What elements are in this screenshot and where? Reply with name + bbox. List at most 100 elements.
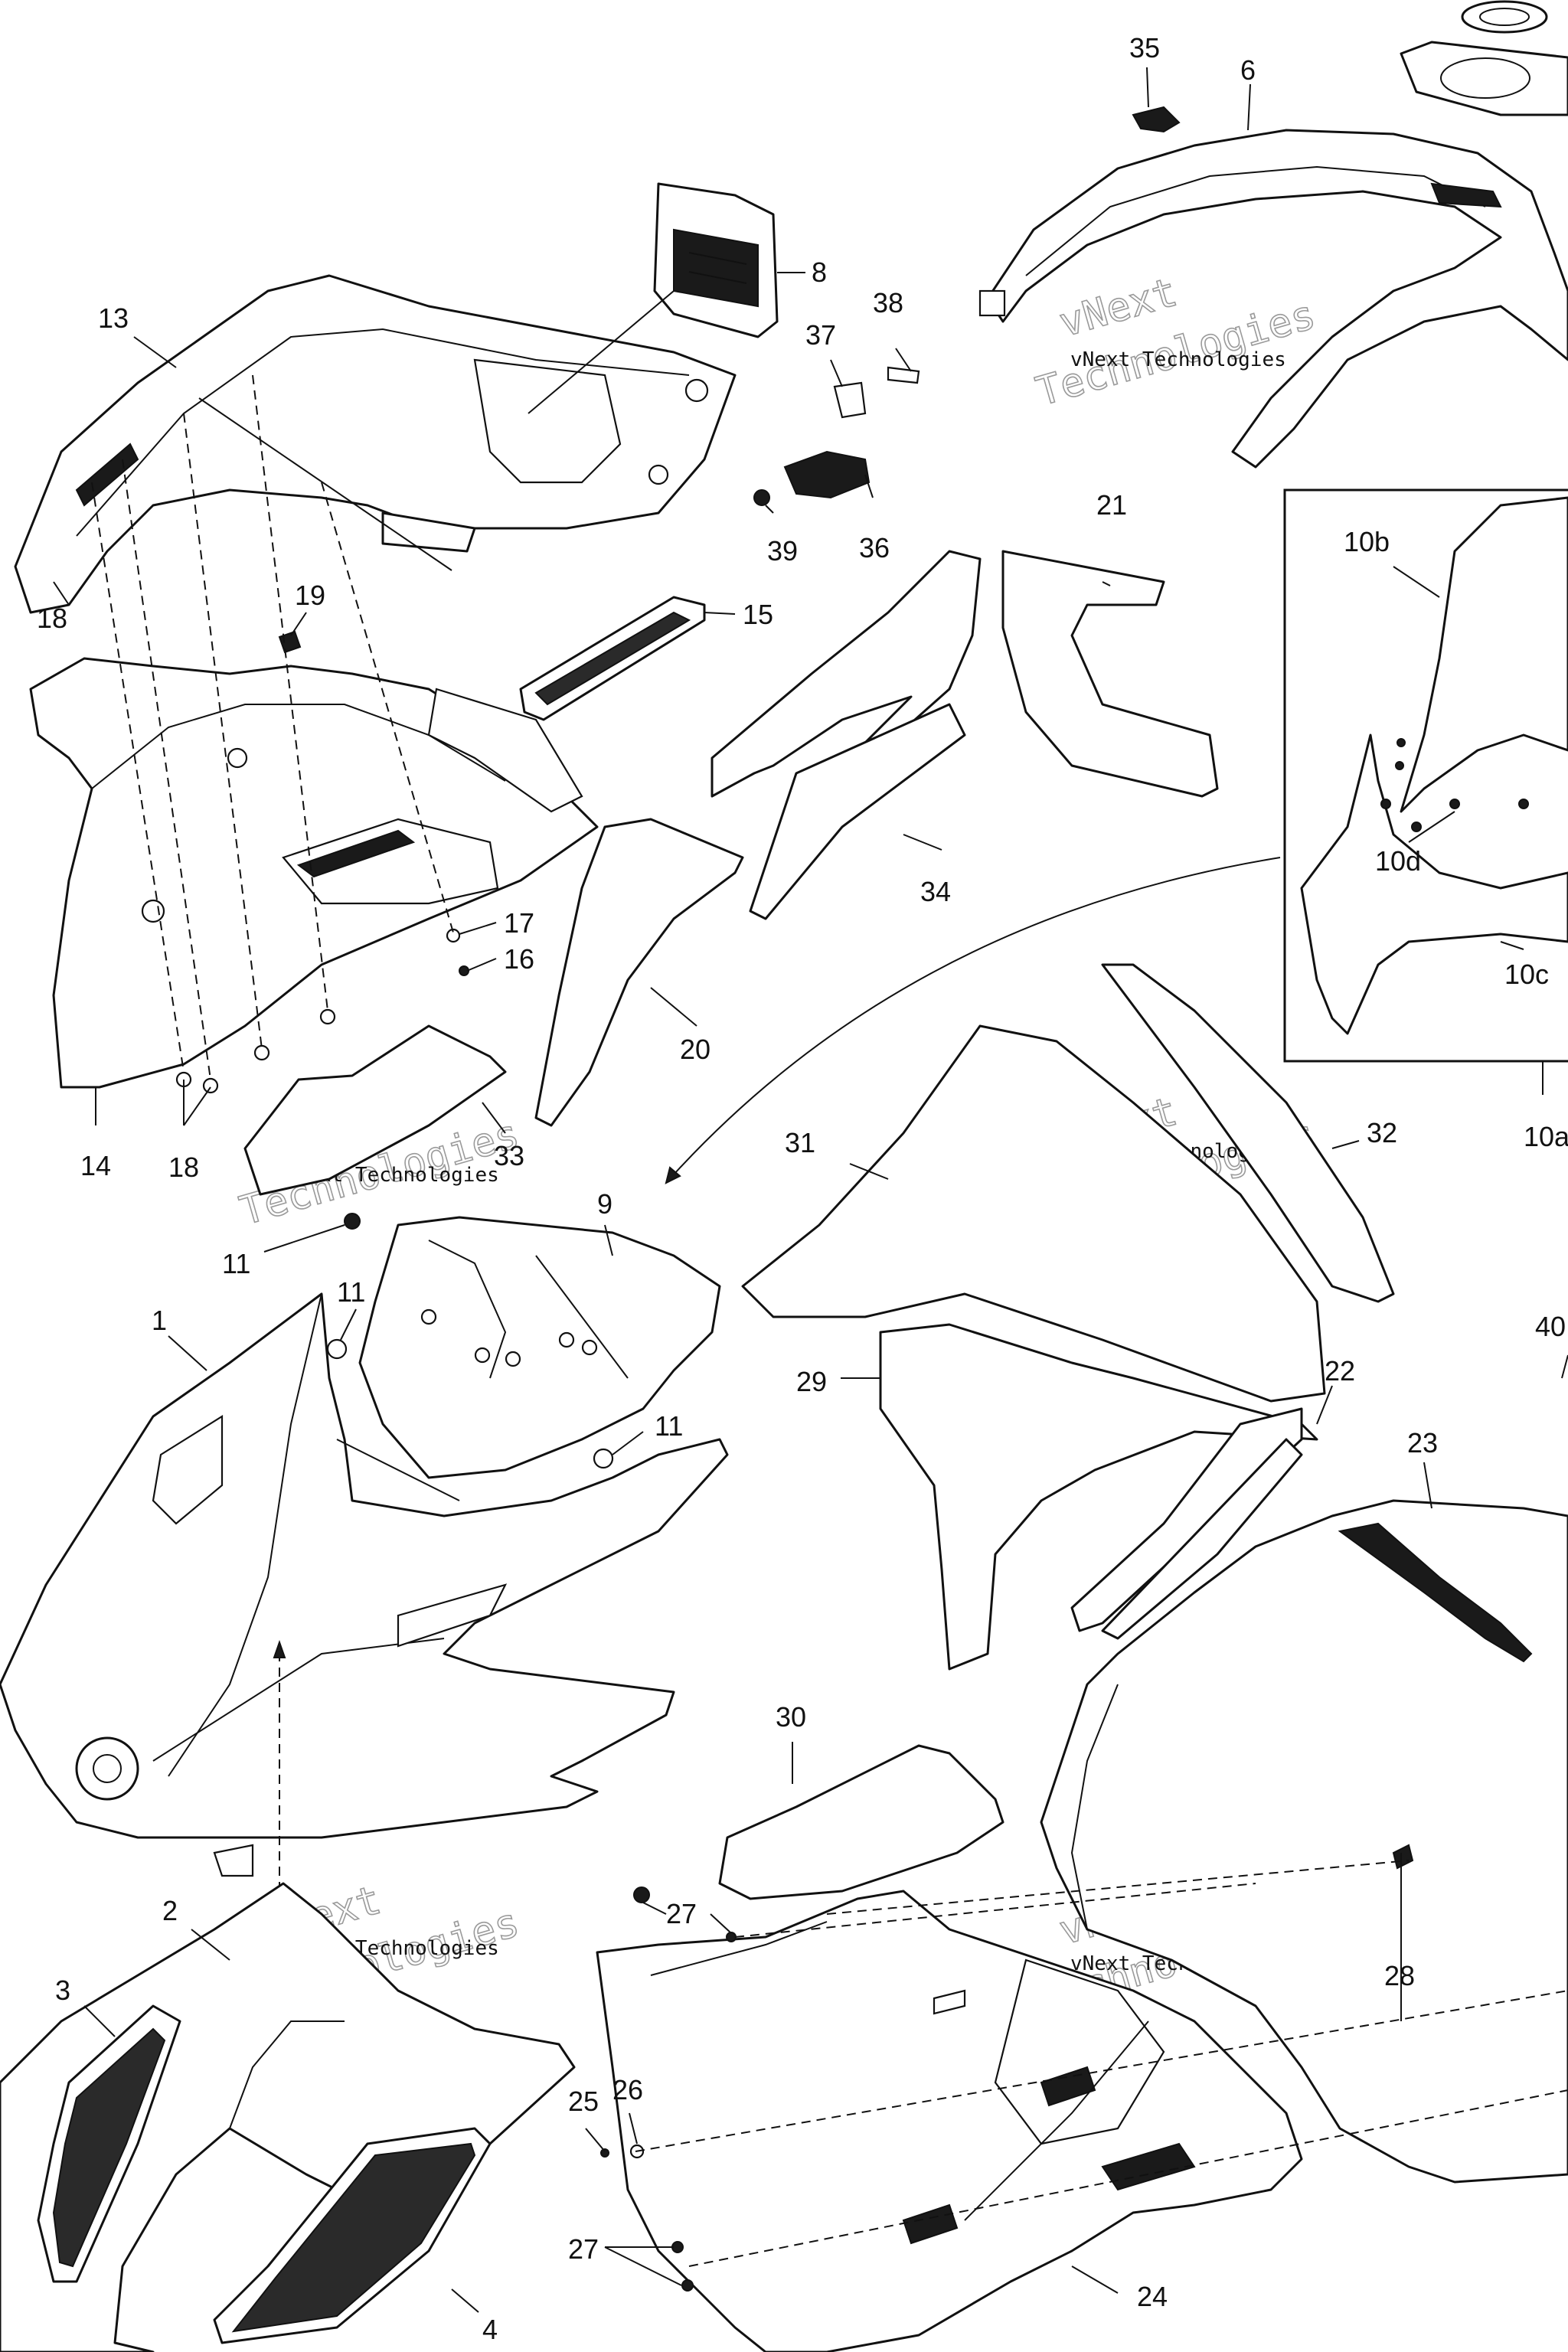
part-20-pad (534, 818, 744, 1127)
panel-24-slot (933, 1989, 966, 2015)
part-8-headlight (653, 182, 779, 338)
panel-23-seam (1338, 1522, 1533, 1663)
bracket-9-hole (581, 1339, 598, 1356)
leader-10b (1393, 566, 1440, 598)
part-24-side-panel (596, 1890, 1303, 2352)
callout-40: 40 (1535, 1311, 1566, 1342)
callout-6: 6 (1240, 54, 1256, 86)
panel-13-light-bay (473, 358, 622, 484)
panel-14-hole-2 (141, 899, 165, 923)
leader-32 (1331, 1140, 1360, 1149)
dash-line (91, 482, 185, 1073)
clip-35 (1132, 106, 1181, 133)
callout-23: 23 (1407, 1427, 1438, 1459)
grommet-11-low (593, 1448, 614, 1469)
leader-18a (53, 581, 70, 606)
leader-23 (1423, 1462, 1432, 1509)
nose-2-crease (229, 2020, 345, 2129)
callout-17: 17 (504, 907, 534, 939)
part-14-lower-panel (29, 657, 599, 1089)
panel-24-bracket-a (1040, 2066, 1096, 2107)
callout-27-bottom: 27 (568, 2233, 599, 2265)
grommet-11-mid (326, 1338, 348, 1360)
dash-line (635, 1990, 1568, 2152)
hood-1-badge-core (93, 1754, 122, 1783)
part-top-right-cluster (1400, 0, 1568, 116)
pad-22-b (1101, 1438, 1303, 1640)
frame-6-clip (978, 289, 1006, 317)
leader-34 (903, 834, 942, 851)
callout-labels: 35 6 8 13 38 37 39 36 21 10b 18 19 15 34… (37, 32, 1568, 2345)
leader-27a (642, 1902, 732, 1934)
callout-32: 32 (1367, 1117, 1397, 1148)
leader-31 (849, 1163, 889, 1180)
callout-15: 15 (743, 599, 773, 630)
headlight-lens-lines (688, 252, 747, 284)
callout-37: 37 (805, 319, 836, 351)
callout-13: 13 (98, 302, 129, 334)
dash-line (826, 1860, 1410, 1915)
part-22-pad (1070, 1407, 1303, 1640)
callout-3: 3 (55, 1975, 70, 2006)
callout-11-c: 11 (655, 1410, 683, 1442)
callout-8: 8 (812, 256, 827, 288)
leader-17 (459, 922, 497, 935)
watermark-small: vNext Technologies (1070, 348, 1286, 371)
panel-24-recess (994, 1958, 1165, 2145)
callout-16: 16 (504, 943, 534, 975)
leader-24 (1071, 2265, 1119, 2294)
screw-10d (1449, 799, 1460, 809)
callout-11-b: 11 (337, 1276, 365, 1308)
headlight-lens (673, 228, 759, 308)
part-4-grille (213, 2127, 492, 2344)
callout-29: 29 (796, 1366, 827, 1397)
grille-3-mesh (52, 2027, 166, 2268)
screw-10d (1411, 822, 1422, 832)
screw-25 (600, 2148, 609, 2158)
pad-31 (741, 1024, 1326, 1403)
callout-22: 22 (1325, 1355, 1355, 1387)
pad-22-a (1070, 1407, 1303, 1632)
leader-10d (1408, 811, 1455, 843)
callout-20: 20 (680, 1034, 710, 1065)
callout-26: 26 (612, 2074, 643, 2105)
leader-19 (290, 612, 307, 636)
pad-34-lower (749, 703, 966, 920)
fastener-17 (446, 928, 461, 943)
callout-24: 24 (1137, 2281, 1168, 2312)
leader-35 (1146, 67, 1149, 108)
screw-10d (1518, 799, 1529, 809)
callout-10a: 10a (1524, 1121, 1568, 1152)
callout-4: 4 (482, 2314, 498, 2345)
leader-37 (830, 359, 843, 387)
deflector-10c (1300, 733, 1568, 1035)
fastener-18-d (319, 1008, 336, 1025)
dash-line (688, 2089, 1568, 2267)
leader-36 (864, 474, 874, 498)
panel-24-rib (964, 2020, 1149, 2221)
panel-14-recess (282, 818, 499, 905)
grommet-27-low-b (681, 2279, 694, 2292)
part-15-vent-grille (519, 596, 706, 721)
callout-9: 9 (597, 1188, 612, 1220)
callout-10c: 10c (1504, 959, 1549, 990)
nose-2-body (0, 1882, 576, 2352)
callout-33: 33 (494, 1140, 524, 1171)
windshield-10b (1400, 496, 1568, 813)
assembly-arrow-curve (665, 857, 1281, 1184)
part-36-39-hardware (753, 366, 920, 506)
callout-34: 34 (920, 876, 951, 907)
bracket-9-hole (558, 1331, 575, 1348)
clip-36 (783, 450, 871, 499)
panel-14-crease (91, 704, 506, 789)
panel-14-bracket (427, 688, 583, 813)
leader-13 (133, 336, 177, 368)
leader-2 (191, 1929, 230, 1961)
leader-11b (340, 1308, 357, 1341)
part-21-side-pad (1001, 550, 1219, 798)
callout-38: 38 (873, 287, 903, 318)
pad-21 (1001, 550, 1219, 798)
frame-6-edge (1025, 165, 1486, 276)
fasteners-11 (326, 1213, 614, 1469)
